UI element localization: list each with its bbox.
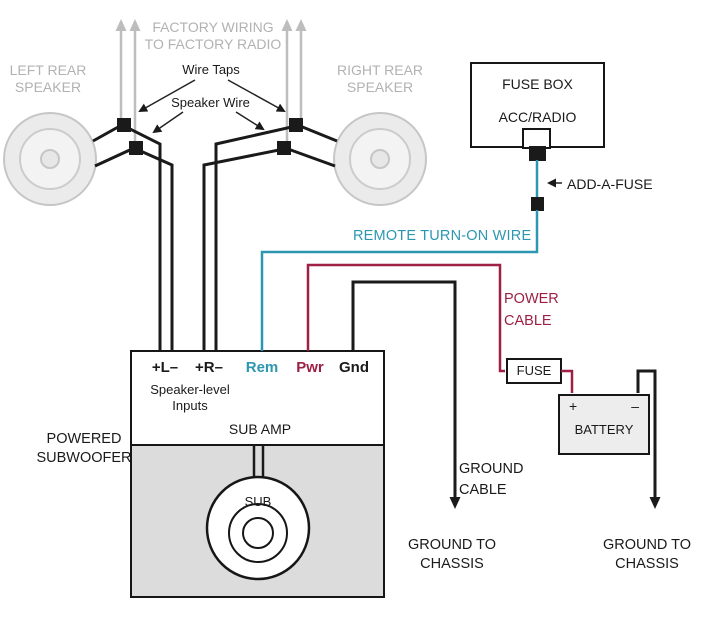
remote-turn-on-label: REMOTE TURN-ON WIRE [353,228,532,244]
left-speaker-label: LEFT REAR SPEAKER [9,62,87,95]
speaker-wires [92,124,338,351]
right-speaker-label: RIGHT REAR SPEAKER [336,62,424,95]
powered-subwoofer-label: POWERED SUBWOOFER [36,431,132,466]
sub-label: SUB [244,494,272,509]
add-a-fuse-square [531,197,544,211]
left-rear-speaker [3,112,97,206]
add-a-fuse-label: ADD-A-FUSE [567,176,653,192]
wire-taps-label: Wire Taps [182,62,240,77]
battery-minus-terminal: – [631,398,639,414]
right-rear-speaker [333,112,427,206]
inline-fuse: FUSE [506,358,562,384]
battery-plus-terminal: + [569,398,578,414]
ground-cable-label: GROUND CABLE [459,461,524,498]
battery: + – BATTERY [558,394,650,455]
battery-label: BATTERY [574,422,634,437]
subwoofer-enclosure [132,444,383,596]
inline-fuse-label: FUSE [516,363,552,378]
speaker-wire-label: Speaker Wire [171,95,250,110]
wire-tap-squares [117,118,303,155]
amp-ground-chassis-label: GROUND TO CHASSIS [407,537,497,572]
terminal-ground: Gnd [339,359,369,376]
power-cable-label: POWER CABLE [504,291,559,329]
terminal-left-speaker-input: +L– [151,359,179,376]
battery-ground-chassis-label: GROUND TO CHASSIS [602,537,692,572]
terminal-power: Pwr [296,359,324,376]
remote-turn-on-wire [260,160,544,351]
fuse-box-slot-label: ACC/RADIO [498,109,577,125]
fuse-box: FUSE BOX ACC/RADIO [470,62,605,148]
speaker-wire-arrows [152,111,265,134]
terminal-remote: Rem [245,359,279,376]
amplifier-box: +L– +R– Rem Pwr Gnd Speaker-level Inputs… [130,350,385,598]
terminal-right-speaker-input: +R– [195,359,223,376]
factory-wiring-label: FACTORY WIRING TO FACTORY RADIO [144,19,282,52]
sub-amp-label: SUB AMP [228,421,292,437]
speaker-level-inputs-label: Speaker-level Inputs [150,382,230,413]
fuse-box-title: FUSE BOX [502,76,573,92]
